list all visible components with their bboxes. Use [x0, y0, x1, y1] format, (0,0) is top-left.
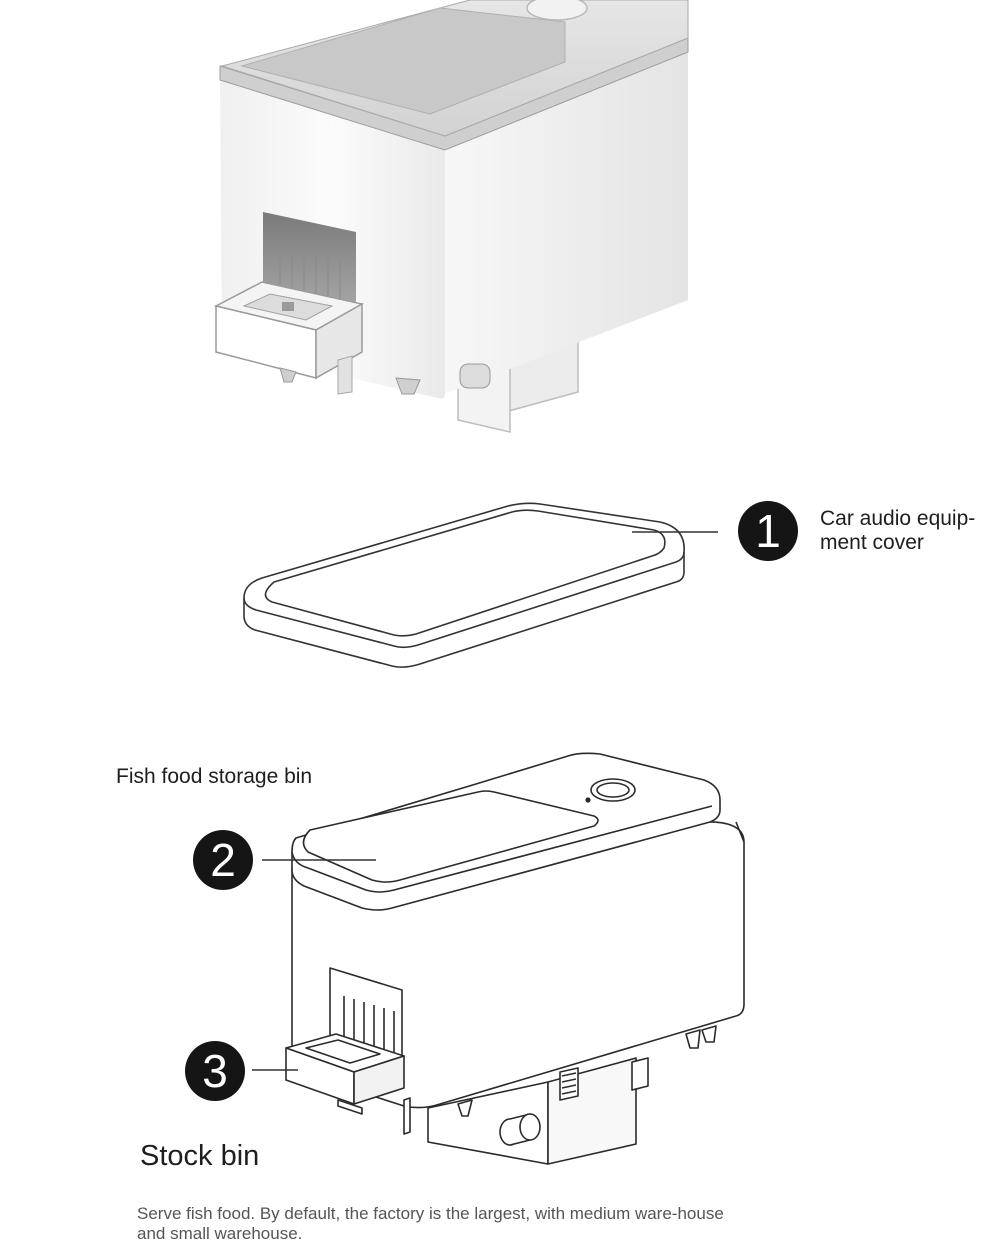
cover-plate-drawing: [243, 502, 685, 668]
feeder-render: [213, 0, 689, 433]
callout-badge-3: 3: [185, 1041, 245, 1101]
callout-label-1: Car audio equip-ment cover: [820, 507, 976, 554]
callout-badge-2: 2: [193, 830, 253, 890]
callout-badge-1: 1: [738, 501, 798, 561]
feeder-line-drawing: [285, 752, 745, 1165]
callout-label-3: Stock bin: [140, 1140, 260, 1172]
caption-text: Serve fish food. By default, the factory…: [137, 1204, 724, 1243]
callout-label-2: Fish food storage bin: [116, 765, 313, 788]
